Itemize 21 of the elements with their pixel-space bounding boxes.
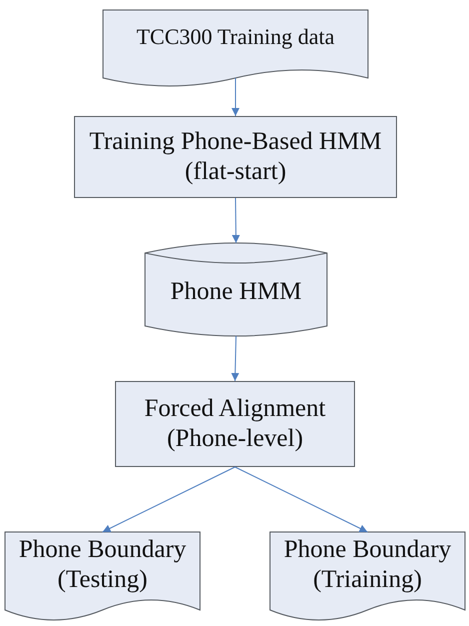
node-label: TCC300 Training data	[136, 24, 334, 50]
storage-cylinder	[145, 243, 327, 336]
arrow	[231, 336, 240, 382]
node-label: Phone Boundary	[284, 535, 452, 565]
process-box	[74, 116, 397, 198]
arrow	[232, 198, 240, 244]
document-shape	[5, 532, 200, 620]
node-label: (Testing)	[58, 565, 148, 595]
node-label: Training Phone-Based HMM	[89, 127, 382, 157]
node-label: (flat-start)	[184, 157, 286, 187]
arrow	[102, 466, 236, 532]
node-label: (Phone-level)	[166, 424, 304, 454]
arrow	[232, 78, 240, 116]
arrow	[234, 466, 368, 532]
process-box	[115, 381, 355, 467]
node-label: (Triaining)	[313, 565, 422, 595]
node-label: Forced Alignment	[144, 394, 326, 424]
document-shape	[103, 10, 368, 86]
document-shape	[270, 532, 465, 620]
node-label: Phone HMM	[170, 276, 302, 306]
node-label: Phone Boundary	[18, 535, 186, 565]
